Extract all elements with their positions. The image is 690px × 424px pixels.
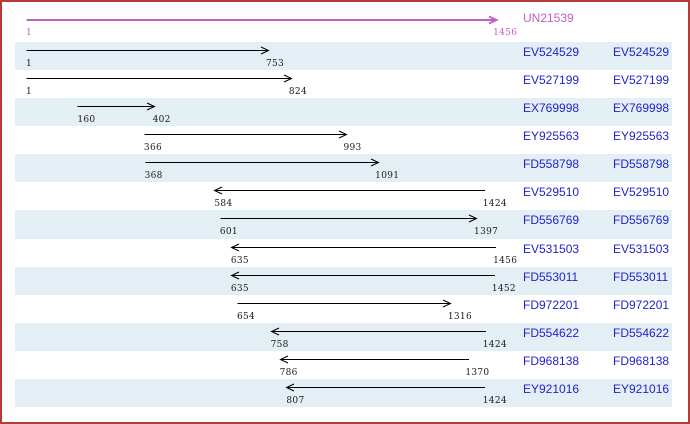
alignment-start-coordinate: 366 bbox=[143, 143, 163, 154]
alignment-start-coordinate: 635 bbox=[230, 255, 249, 266]
est-alignment-arrow bbox=[230, 271, 495, 280]
accession-label[interactable]: FD556769 bbox=[523, 213, 580, 228]
alignment-start-coordinate: 635 bbox=[230, 283, 249, 294]
alignment-start-coordinate: 368 bbox=[144, 171, 163, 182]
accession-label[interactable]: EY925563 bbox=[523, 129, 580, 144]
accession-label[interactable]: FD972201 bbox=[523, 297, 580, 312]
alignment-start-coordinate: 1 bbox=[26, 59, 33, 69]
accession-label-secondary[interactable]: FD553011 bbox=[613, 269, 669, 284]
accession-label-secondary[interactable]: EV524529 bbox=[613, 45, 670, 59]
alignment-start-coordinate: 160 bbox=[77, 115, 96, 126]
row-stripe bbox=[15, 378, 672, 408]
est-alignment-arrow bbox=[230, 243, 496, 251]
alignment-end-coordinate: 1091 bbox=[375, 171, 400, 182]
accession-label[interactable]: EV524529 bbox=[523, 45, 580, 59]
accession-label-secondary[interactable]: FD558798 bbox=[613, 157, 670, 172]
est-alignment-arrow bbox=[77, 102, 157, 111]
accession-label-secondary[interactable]: EV531503 bbox=[613, 241, 670, 256]
alignment-end-coordinate: 824 bbox=[288, 87, 307, 98]
row-stripe bbox=[15, 210, 672, 239]
alignment-start-coordinate: 1 bbox=[26, 87, 33, 98]
alignment-start-coordinate: 654 bbox=[236, 311, 256, 322]
accession-label-secondary[interactable]: EX769998 bbox=[613, 101, 670, 116]
alignment-start-coordinate: 807 bbox=[286, 395, 305, 406]
row-stripe bbox=[15, 322, 672, 351]
alignment-end-coordinate: 402 bbox=[152, 115, 171, 126]
accession-label[interactable]: EV529510 bbox=[523, 185, 580, 200]
alignment-start-coordinate: 758 bbox=[270, 339, 289, 350]
accession-label[interactable]: FD554622 bbox=[523, 325, 580, 340]
row-stripe bbox=[15, 154, 672, 183]
accession-label-secondary[interactable]: FD554622 bbox=[613, 325, 670, 340]
alignment-end-coordinate: 1424 bbox=[482, 395, 507, 406]
reference-name-label: UN21539 bbox=[523, 11, 574, 25]
alignment-end-coordinate: 1424 bbox=[482, 339, 507, 350]
accession-label[interactable]: EV527199 bbox=[523, 73, 580, 88]
alignment-end-coordinate: 993 bbox=[343, 143, 362, 154]
est-alignment-arrow bbox=[220, 215, 478, 223]
alignment-end-coordinate: 1452 bbox=[491, 283, 516, 294]
est-alignment-arrow bbox=[145, 158, 380, 167]
alignment-start-coordinate: 601 bbox=[219, 227, 238, 238]
est-alignment-arrow bbox=[278, 355, 469, 364]
alignment-end-coordinate: 1370 bbox=[465, 367, 490, 378]
row-stripe bbox=[15, 266, 672, 295]
reference-end-coordinate: 1456 bbox=[493, 28, 518, 38]
accession-label[interactable]: FD558798 bbox=[523, 157, 580, 172]
alignment-end-coordinate: 1397 bbox=[474, 227, 499, 238]
alignment-end-coordinate: 1424 bbox=[482, 199, 507, 210]
accession-label-secondary[interactable]: EY921016 bbox=[613, 381, 670, 396]
accession-label[interactable]: EX769998 bbox=[523, 101, 580, 116]
accession-label[interactable]: EY921016 bbox=[523, 381, 580, 396]
accession-label[interactable]: EV531503 bbox=[523, 241, 580, 256]
est-alignment-arrow bbox=[26, 74, 293, 83]
accession-label-secondary[interactable]: EV529510 bbox=[613, 185, 670, 200]
accession-label-secondary[interactable]: EV527199 bbox=[613, 73, 670, 88]
accession-label[interactable]: FD553011 bbox=[523, 269, 579, 284]
est-alignment-arrow bbox=[213, 186, 486, 195]
est-alignment-arrow bbox=[144, 130, 348, 139]
row-stripe bbox=[15, 98, 672, 127]
est-alignment-arrow bbox=[285, 383, 486, 392]
est-alignment-arrow bbox=[237, 299, 452, 308]
alignment-end-coordinate: 753 bbox=[265, 59, 285, 69]
accession-label[interactable]: FD968138 bbox=[523, 353, 580, 368]
accession-label-secondary[interactable]: EY925563 bbox=[613, 129, 670, 144]
accession-label-secondary[interactable]: FD972201 bbox=[613, 297, 670, 312]
accession-label-secondary[interactable]: FD968138 bbox=[613, 353, 670, 368]
alignment-end-coordinate: 1316 bbox=[447, 311, 472, 322]
est-alignment-arrow bbox=[26, 46, 270, 55]
accession-label-secondary[interactable]: FD556769 bbox=[613, 213, 670, 228]
row-stripe bbox=[15, 42, 672, 71]
reference-arrow bbox=[26, 15, 499, 25]
alignment-end-coordinate: 1456 bbox=[493, 255, 518, 266]
est-alignment-arrow bbox=[269, 327, 486, 336]
alignment-start-coordinate: 786 bbox=[279, 367, 298, 378]
alignment-start-coordinate: 584 bbox=[214, 199, 233, 210]
reference-start-coordinate: 1 bbox=[26, 28, 33, 38]
